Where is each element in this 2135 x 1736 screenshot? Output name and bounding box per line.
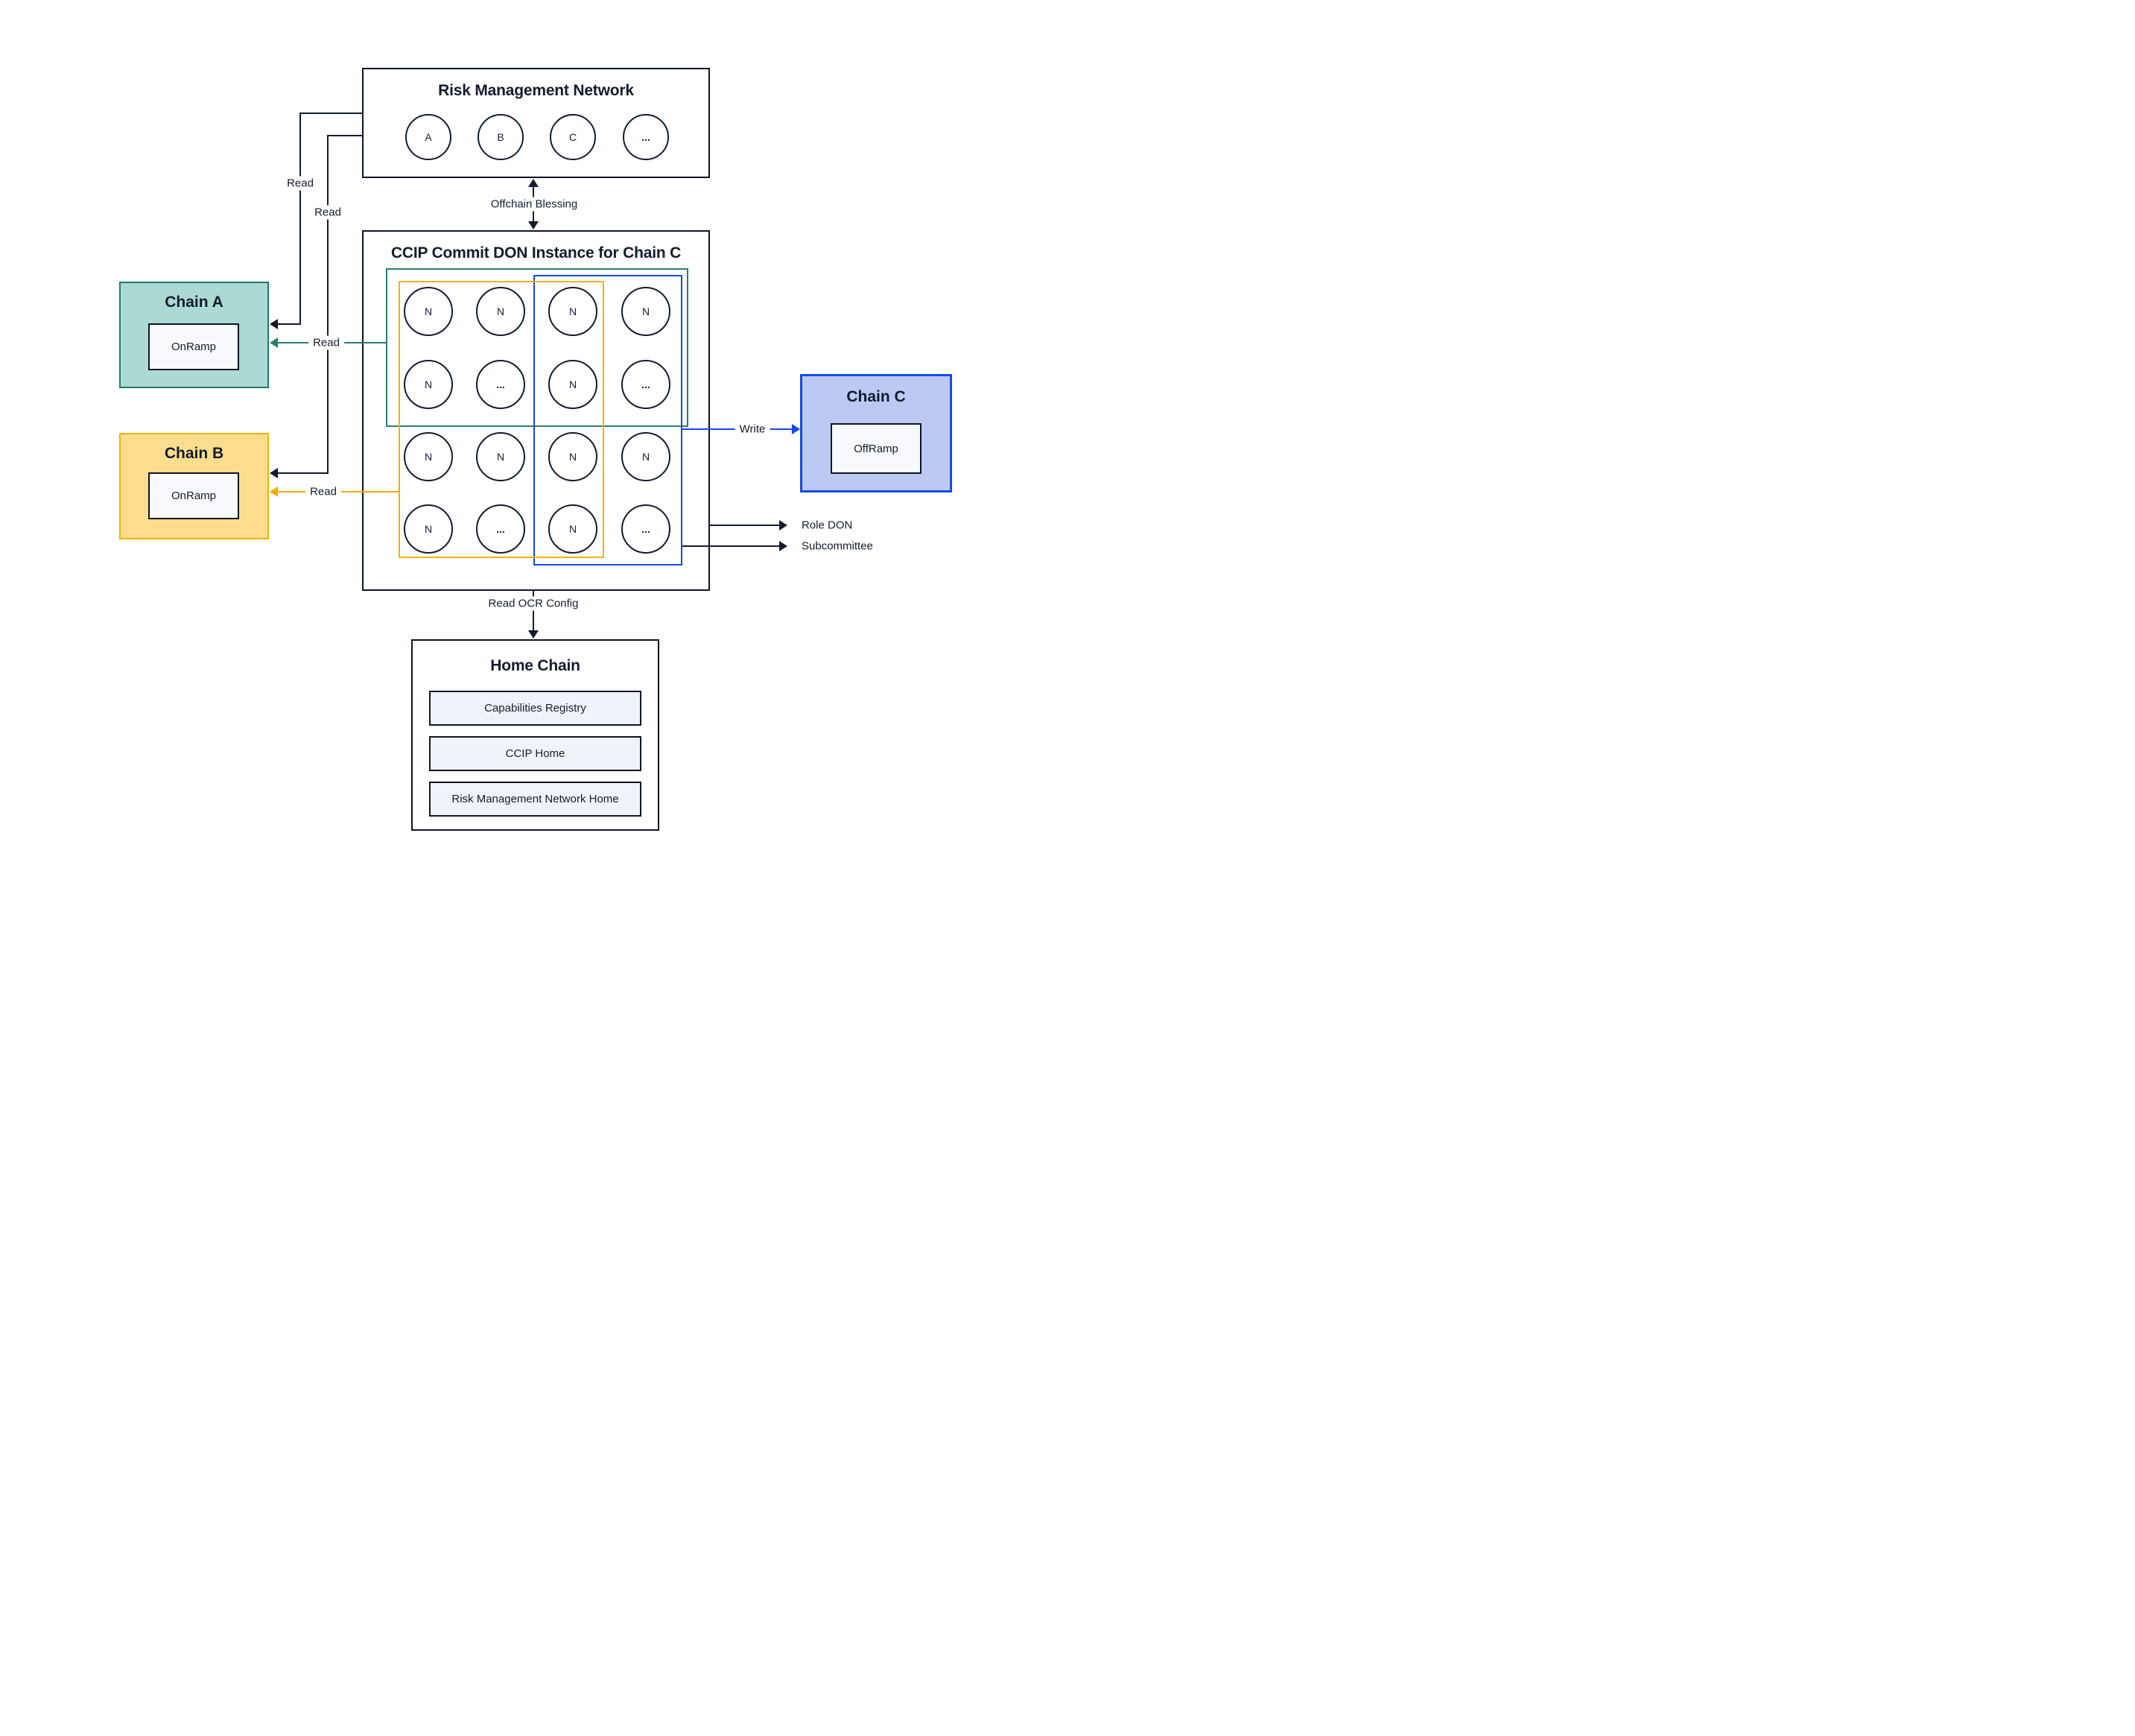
rmn-node-more-label: ... [641, 131, 650, 143]
don-read-a-arrow-icon [270, 338, 278, 348]
chain-c-offramp: OffRamp [831, 423, 921, 474]
don-node: N [404, 432, 453, 481]
chain-a-onramp: OnRamp [148, 323, 239, 370]
subcommittee-arrow-icon [779, 541, 787, 551]
don-node-more: ... [621, 360, 670, 409]
don-node: N [621, 287, 670, 336]
chain-b-onramp-label: OnRamp [171, 490, 217, 502]
don-node-label: N [568, 523, 577, 535]
rmn-read-b-arrow-icon [270, 468, 278, 478]
chain-b-onramp: OnRamp [148, 472, 239, 519]
rmn-node-a: A [405, 114, 451, 160]
rmn-node-c: C [550, 114, 596, 160]
read-ocr-config-line [533, 591, 534, 633]
chain-a-title: Chain A [165, 294, 223, 311]
don-node: N [476, 432, 525, 481]
subcommittee-label: Subcommittee [802, 539, 873, 554]
rmn-read-b-label: Read [310, 205, 346, 220]
rmn-read-a-label: Read [282, 176, 318, 191]
don-node-label: N [424, 451, 433, 463]
rmn-read-b-line [274, 472, 329, 474]
don-node-label: N [424, 378, 433, 390]
don-node-label: N [424, 305, 433, 317]
don-node: N [621, 432, 670, 481]
don-node: N [476, 287, 525, 336]
role-don-arrow-icon [779, 520, 787, 530]
don-read-b-arrow-icon [270, 487, 278, 497]
don-node-label: ... [496, 523, 505, 535]
don-node: N [548, 432, 597, 481]
don-node-label: N [568, 378, 577, 390]
offchain-blessing-arrow-down-icon [528, 221, 539, 229]
ccip-home-label: CCIP Home [505, 747, 565, 760]
don-node: N [548, 287, 597, 336]
don-node-label: ... [641, 523, 650, 535]
blessing-committee-rect [386, 268, 688, 427]
subcommittee-line [682, 545, 780, 547]
chain-c-offramp-label: OffRamp [854, 442, 898, 455]
subcommittee-rect [533, 275, 682, 566]
write-c-label: Write [735, 422, 770, 437]
ccip-home-box: CCIP Home [429, 736, 641, 771]
rmn-node-more: ... [623, 114, 669, 160]
capabilities-registry-box: Capabilities Registry [429, 691, 641, 726]
don-node-more: ... [621, 504, 670, 554]
home-chain-title: Home Chain [490, 657, 580, 674]
don-node-more: ... [476, 360, 525, 409]
rmn-read-a-line [274, 323, 301, 325]
don-read-a-label: Read [308, 335, 344, 350]
don-read-b-label: Read [305, 484, 341, 499]
don-node-label: N [424, 523, 433, 535]
don-node-label: N [641, 451, 650, 463]
ccip-commit-don-title: CCIP Commit DON Instance for Chain C [390, 244, 682, 262]
chain-c-title: Chain C [846, 388, 906, 405]
risk-management-network-title: Risk Management Network [438, 82, 634, 99]
ccip-architecture-diagram: Risk Management Network A B C ... Offcha… [0, 0, 1068, 868]
rmn-read-b-line [327, 135, 363, 136]
read-ocr-config-arrow-icon [528, 630, 539, 639]
don-node-label: ... [496, 378, 505, 390]
don-node-label: N [641, 305, 650, 317]
don-node-label: N [496, 305, 505, 317]
don-node: N [404, 504, 453, 554]
role-don-label: Role DON [802, 518, 853, 533]
role-don-line [710, 525, 780, 526]
don-node-label: ... [641, 378, 650, 390]
rmn-home-label: Risk Management Network Home [451, 793, 619, 805]
don-node-label: N [568, 451, 577, 463]
rmn-home-box: Risk Management Network Home [429, 782, 641, 817]
rmn-read-b-line [327, 135, 329, 473]
capabilities-registry-label: Capabilities Registry [484, 702, 586, 715]
don-node: N [548, 504, 597, 554]
don-node-label: N [496, 451, 505, 463]
don-node-more: ... [476, 504, 525, 554]
don-node-label: N [568, 305, 577, 317]
offchain-blessing-arrow-up-icon [528, 179, 539, 187]
offchain-blessing-label: Offchain Blessing [486, 197, 583, 212]
read-ocr-config-label: Read OCR Config [483, 596, 583, 611]
rmn-node-a-label: A [425, 131, 432, 143]
rmn-read-a-line [299, 113, 301, 324]
role-don-rect [399, 281, 604, 558]
don-node: N [404, 360, 453, 409]
don-node: N [404, 287, 453, 336]
chain-a-onramp-label: OnRamp [171, 340, 217, 353]
write-c-arrow-icon [792, 424, 800, 434]
chain-b-title: Chain B [164, 445, 224, 462]
don-node: N [548, 360, 597, 409]
rmn-read-a-line [299, 113, 363, 114]
rmn-read-a-arrow-icon [270, 319, 278, 329]
rmn-node-c-label: C [568, 131, 577, 143]
rmn-node-b: B [478, 114, 524, 160]
rmn-node-b-label: B [497, 131, 504, 143]
